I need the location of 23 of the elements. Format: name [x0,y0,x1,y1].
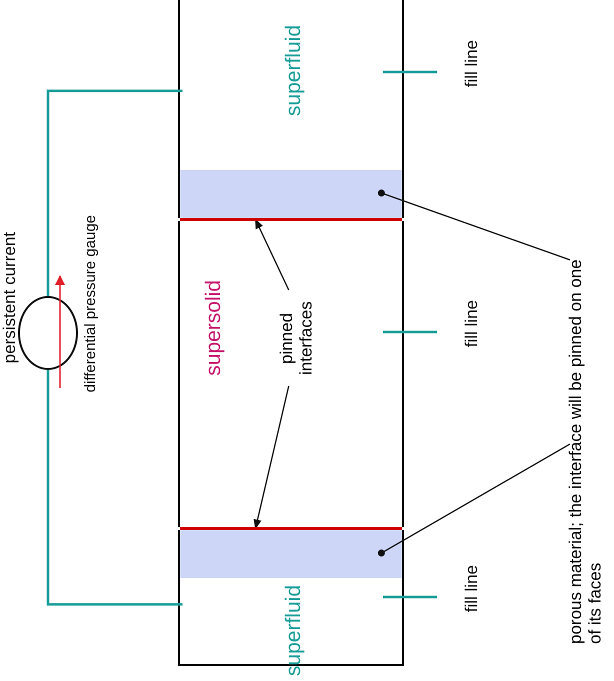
connecting-tube [46,370,183,606]
section-label: superfluid [282,585,306,676]
callout-label: pinned interfaces [277,290,316,386]
gauge-label: persistent current [0,232,20,364]
leader-line [378,444,570,557]
fill-line-label: fill line [462,565,482,612]
tube-section [178,221,404,527]
section-label: superfluid [282,25,306,116]
fill-line-label: fill line [462,40,482,88]
section-label: supersolid [202,280,226,376]
interface-line [180,218,402,221]
leader-line [378,190,570,260]
interface-line [180,527,402,530]
porous-block [178,530,404,578]
gauge-caption: differential pressure gauge [82,215,100,392]
porous-block [178,170,404,218]
fill-line-label: fill line [462,300,482,348]
arrow [254,218,290,290]
connecting-tube [46,90,183,296]
tube-section [178,0,404,170]
gauge-circle [18,296,78,370]
arrow [254,386,290,530]
callout-note: porous material; the interface will be pinned on one of its faces [566,252,606,644]
